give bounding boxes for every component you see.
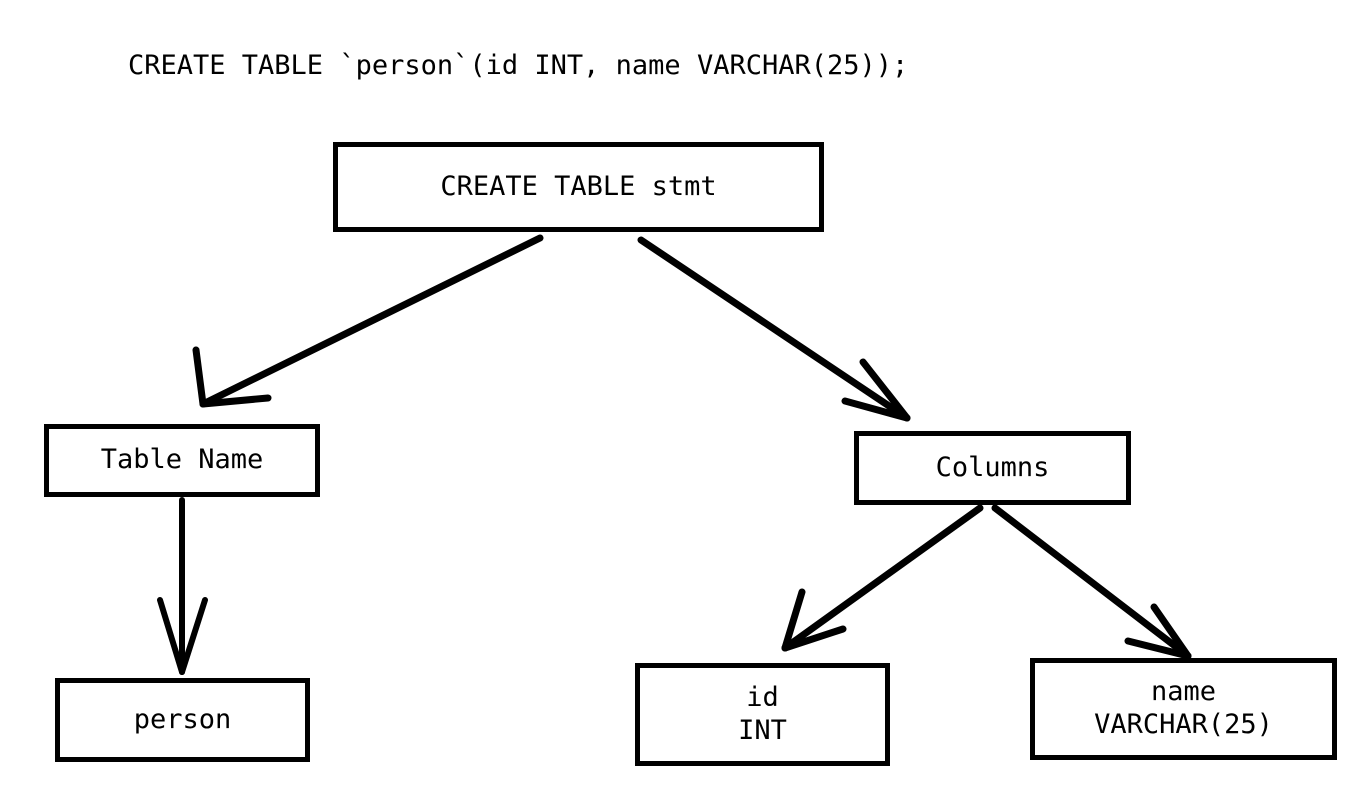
node-create-table-stmt[interactable]: CREATE TABLE stmt	[333, 142, 824, 232]
node-column-type: VARCHAR(25)	[1094, 709, 1273, 740]
node-column-name: name	[1150, 676, 1217, 708]
edge-columns-to-id	[781, 504, 984, 652]
edge-table-name-to-person	[157, 497, 208, 675]
node-table-name[interactable]: Table Name	[44, 424, 320, 497]
node-label: Table Name	[100, 444, 264, 476]
node-columns[interactable]: Columns	[854, 431, 1131, 505]
node-column-type: INT	[738, 714, 787, 746]
node-person-value[interactable]: person	[55, 678, 310, 762]
node-label: Columns	[935, 451, 1050, 483]
node-column-name: id	[746, 681, 779, 713]
node-label: person	[133, 703, 232, 735]
edge-root-to-table-name	[192, 234, 544, 408]
node-column-name-varchar[interactable]: name VARCHAR(25)	[1030, 658, 1337, 760]
node-column-id[interactable]: id INT	[635, 663, 890, 766]
sql-statement-text: CREATE TABLE `person`(id INT, name VARCH…	[128, 50, 909, 81]
edge-root-to-columns	[637, 236, 911, 422]
edge-columns-to-name	[991, 504, 1192, 660]
node-label: CREATE TABLE stmt	[440, 170, 717, 202]
